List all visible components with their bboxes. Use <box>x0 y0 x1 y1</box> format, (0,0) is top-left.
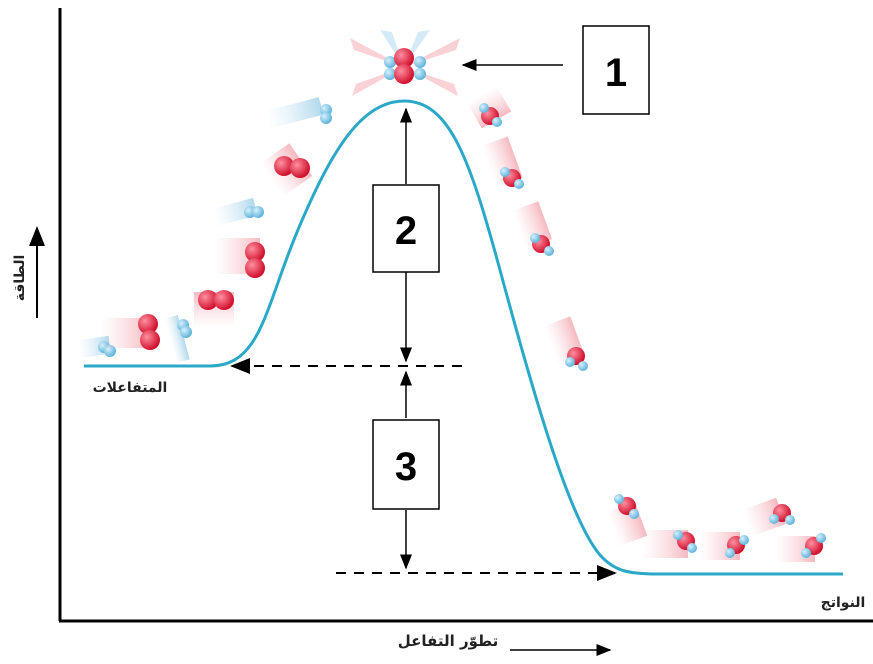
x-axis-label: تطوّر التفاعل <box>398 632 498 650</box>
oxygen-molecule-icon <box>194 290 234 328</box>
products-label: النواتج <box>821 595 866 611</box>
water-molecule-icon <box>742 497 795 537</box>
water-molecule-icon <box>642 530 697 558</box>
y-axis-label: الطاقة <box>12 255 28 302</box>
reactants-label: المتفاعلات <box>93 380 168 396</box>
water-molecule-icon <box>606 494 648 547</box>
label-box-1: 1 <box>582 25 650 115</box>
oxygen-molecule-icon <box>214 238 265 278</box>
oxygen-molecule-icon <box>100 314 160 350</box>
label-box-3-text: 3 <box>395 445 417 489</box>
oxygen-molecule-icon <box>259 143 313 197</box>
activated-complex-icon <box>350 30 460 96</box>
water-molecule-icon <box>775 533 826 562</box>
hydrogen-molecule-icon <box>164 314 192 364</box>
water-molecule-icon <box>700 532 749 560</box>
hydrogen-molecule-icon <box>212 197 264 227</box>
label-box-1-text: 1 <box>605 51 627 95</box>
water-molecule-icon <box>544 316 588 371</box>
label-box-2-text: 2 <box>395 209 417 253</box>
water-molecule-icon <box>512 201 554 256</box>
water-molecule-icon <box>481 136 524 189</box>
energy-curve <box>84 99 843 576</box>
label-box-2: 2 <box>372 184 440 273</box>
hydrogen-molecule-icon <box>264 97 332 129</box>
water-molecule-icon <box>466 85 512 129</box>
label-box-3: 3 <box>372 419 440 510</box>
